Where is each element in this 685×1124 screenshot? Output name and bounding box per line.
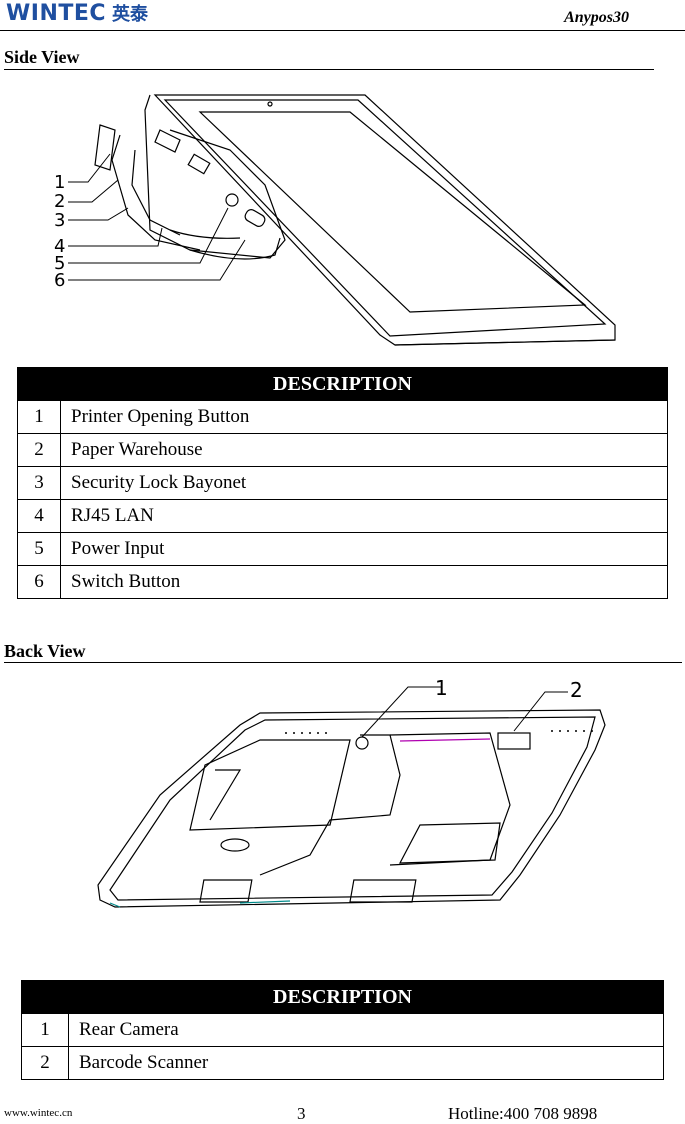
row-description: Printer Opening Button xyxy=(60,400,668,434)
side-callout-2: 2 xyxy=(54,191,65,212)
table-row: 5 Power Input xyxy=(17,532,668,566)
row-number: 2 xyxy=(17,433,61,467)
row-description: Rear Camera xyxy=(68,1013,664,1047)
side-view-heading: Side View xyxy=(4,47,80,67)
table-row: 6 Switch Button xyxy=(17,565,668,599)
row-number: 6 xyxy=(17,565,61,599)
row-number: 1 xyxy=(17,400,61,434)
table-header: DESCRIPTION xyxy=(21,980,664,1014)
brand-logo: WINTEC 英泰 xyxy=(6,0,148,26)
back-callout-1: 1 xyxy=(435,676,448,700)
model-name: Anypos30 xyxy=(564,9,629,26)
side-callout-1: 1 xyxy=(54,172,65,193)
row-description: Paper Warehouse xyxy=(60,433,668,467)
table-header: DESCRIPTION xyxy=(17,367,668,401)
side-callout-3: 3 xyxy=(54,210,65,231)
row-description: Security Lock Bayonet xyxy=(60,466,668,500)
row-description: Switch Button xyxy=(60,565,668,599)
header-divider xyxy=(0,30,685,31)
side-callout-6: 6 xyxy=(54,270,65,291)
footer-hotline: Hotline:400 708 9898 xyxy=(448,1104,598,1123)
table-row: 3 Security Lock Bayonet xyxy=(17,466,668,500)
table-row: 2 Paper Warehouse xyxy=(17,433,668,467)
side-callout-4: 4 xyxy=(54,236,65,257)
side-view-heading-rule xyxy=(4,69,654,70)
table-row: 1 Printer Opening Button xyxy=(17,400,668,434)
footer-website: www.wintec.cn xyxy=(4,1107,73,1119)
side-view-table: DESCRIPTION 1 Printer Opening Button 2 P… xyxy=(17,367,668,599)
row-number: 4 xyxy=(17,499,61,533)
back-view-diagram: 1 2 xyxy=(97,676,606,908)
back-view-table: DESCRIPTION 1 Rear Camera 2 Barcode Scan… xyxy=(21,980,664,1080)
row-number: 3 xyxy=(17,466,61,500)
row-description: Power Input xyxy=(60,532,668,566)
page-number: 3 xyxy=(297,1104,306,1123)
table-row: 1 Rear Camera xyxy=(21,1013,664,1047)
row-description: Barcode Scanner xyxy=(68,1046,664,1080)
back-callout-2: 2 xyxy=(570,678,583,702)
table-row: 2 Barcode Scanner xyxy=(21,1046,664,1080)
row-number: 1 xyxy=(21,1013,69,1047)
side-view-diagram: 1 2 3 4 5 6 xyxy=(54,94,616,346)
side-callout-5: 5 xyxy=(54,253,65,274)
row-number: 2 xyxy=(21,1046,69,1080)
row-number: 5 xyxy=(17,532,61,566)
back-view-heading-rule xyxy=(4,662,682,663)
back-view-heading: Back View xyxy=(4,641,86,661)
logo-text-cn: 英泰 xyxy=(112,4,149,25)
row-description: RJ45 LAN xyxy=(60,499,668,533)
logo-text-en: WINTEC xyxy=(6,1,107,26)
table-row: 4 RJ45 LAN xyxy=(17,499,668,533)
